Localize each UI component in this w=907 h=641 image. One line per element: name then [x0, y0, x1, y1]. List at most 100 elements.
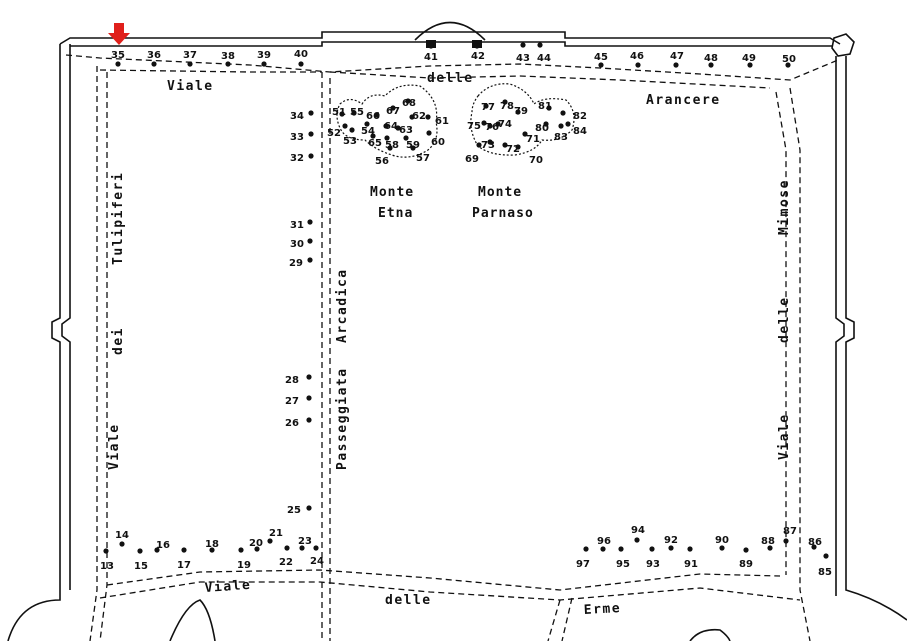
location-dot-87[interactable]: [783, 538, 789, 544]
location-dot-39[interactable]: [261, 61, 267, 67]
location-dot-16[interactable]: [154, 547, 160, 553]
location-dot-32[interactable]: [308, 153, 314, 159]
location-dot-47[interactable]: [673, 62, 679, 68]
location-dot-91[interactable]: [687, 546, 693, 552]
location-dot-69[interactable]: [476, 142, 482, 148]
location-dot-68[interactable]: [405, 98, 411, 104]
location-number-64: 64: [384, 121, 398, 132]
location-dot-81[interactable]: [546, 105, 552, 111]
location-dot-65[interactable]: [370, 133, 376, 139]
location-dot-80[interactable]: [543, 121, 549, 127]
location-dot-88[interactable]: [767, 545, 773, 551]
location-dot-67[interactable]: [390, 105, 396, 111]
location-dot-77[interactable]: [483, 103, 489, 109]
location-dot-44[interactable]: [537, 42, 543, 48]
location-dot-76[interactable]: [487, 123, 493, 129]
location-dot-85[interactable]: [823, 553, 829, 559]
location-dot-94[interactable]: [634, 537, 640, 543]
location-dot-40[interactable]: [298, 61, 304, 67]
location-dot-22[interactable]: [284, 545, 290, 551]
road-labels: Viale delle Arancere Tulipiferi dei Vial…: [107, 71, 792, 618]
location-dot-97[interactable]: [583, 546, 589, 552]
location-dot-33[interactable]: [308, 131, 314, 137]
location-number-57: 57: [416, 153, 430, 164]
location-dot-31[interactable]: [307, 219, 313, 225]
location-number-60: 60: [431, 137, 445, 148]
location-dot-63[interactable]: [395, 125, 401, 131]
location-dot-82[interactable]: [560, 110, 566, 116]
location-number-33: 33: [290, 132, 304, 143]
location-dot-45[interactable]: [598, 62, 604, 68]
location-dot-84[interactable]: [565, 121, 571, 127]
location-dot-57[interactable]: [410, 145, 416, 151]
location-dot-15[interactable]: [137, 548, 143, 554]
location-dot-23[interactable]: [299, 545, 305, 551]
location-dot-17[interactable]: [181, 547, 187, 553]
location-dot-56[interactable]: [387, 145, 393, 151]
location-dot-35[interactable]: [115, 61, 121, 67]
location-dot-48[interactable]: [708, 62, 714, 68]
location-dot-74[interactable]: [495, 121, 501, 127]
location-dot-62[interactable]: [409, 114, 415, 120]
location-number-19: 19: [237, 560, 251, 571]
location-dot-66[interactable]: [374, 112, 380, 118]
location-dot-55[interactable]: [351, 110, 357, 116]
location-dot-93[interactable]: [649, 546, 655, 552]
location-dot-86[interactable]: [811, 544, 817, 550]
location-dot-51[interactable]: [339, 111, 345, 117]
location-dot-89[interactable]: [743, 547, 749, 553]
location-dot-71[interactable]: [522, 131, 528, 137]
location-dot-79[interactable]: [515, 109, 521, 115]
location-dot-18[interactable]: [209, 547, 215, 553]
location-dot-90[interactable]: [719, 545, 725, 551]
location-dot-13[interactable]: [103, 548, 109, 554]
location-dot-41[interactable]: [428, 43, 434, 49]
location-dot-26[interactable]: [306, 417, 312, 423]
label-monte-etna-2: Etna: [378, 206, 413, 221]
location-dot-42[interactable]: [474, 43, 480, 49]
location-dot-73[interactable]: [487, 139, 493, 145]
location-number-69: 69: [465, 154, 479, 165]
location-dot-20[interactable]: [254, 546, 260, 552]
location-dot-60[interactable]: [426, 130, 432, 136]
location-dot-34[interactable]: [308, 110, 314, 116]
location-dot-75[interactable]: [481, 120, 487, 126]
location-dot-54[interactable]: [364, 121, 370, 127]
location-dot-28[interactable]: [306, 374, 312, 380]
location-number-66: 66: [366, 111, 380, 122]
location-dot-64[interactable]: [383, 123, 389, 129]
location-dot-49[interactable]: [747, 62, 753, 68]
location-dot-38[interactable]: [225, 61, 231, 67]
location-dot-92[interactable]: [668, 545, 674, 551]
location-dot-59[interactable]: [403, 135, 409, 141]
location-dot-78[interactable]: [502, 99, 508, 105]
location-dot-21[interactable]: [267, 538, 273, 544]
location-number-58: 58: [385, 140, 399, 151]
location-dot-52[interactable]: [342, 123, 348, 129]
location-dot-24[interactable]: [313, 545, 319, 551]
location-dot-72[interactable]: [502, 142, 508, 148]
location-dot-43[interactable]: [520, 42, 526, 48]
location-dot-25[interactable]: [306, 505, 312, 511]
location-dot-61[interactable]: [425, 114, 431, 120]
location-dot-50[interactable]: [785, 62, 791, 68]
location-dot-19[interactable]: [238, 547, 244, 553]
location-dot-58[interactable]: [384, 135, 390, 141]
location-dot-36[interactable]: [151, 61, 157, 67]
location-dot-46[interactable]: [635, 62, 641, 68]
location-dot-37[interactable]: [187, 61, 193, 67]
location-dot-14[interactable]: [119, 541, 125, 547]
location-dot-95[interactable]: [618, 546, 624, 552]
location-number-31: 31: [290, 220, 304, 231]
location-dot-83[interactable]: [558, 123, 564, 129]
location-dot-70[interactable]: [515, 144, 521, 150]
location-dot-53[interactable]: [349, 127, 355, 133]
garden-walls: [7, 21, 907, 641]
location-dot-30[interactable]: [307, 238, 313, 244]
location-dot-96[interactable]: [600, 546, 606, 552]
location-number-43: 43: [516, 53, 530, 64]
location-dot-29[interactable]: [307, 257, 313, 263]
location-dot-27[interactable]: [306, 395, 312, 401]
location-number-92: 92: [664, 535, 678, 546]
location-number-49: 49: [742, 53, 756, 64]
